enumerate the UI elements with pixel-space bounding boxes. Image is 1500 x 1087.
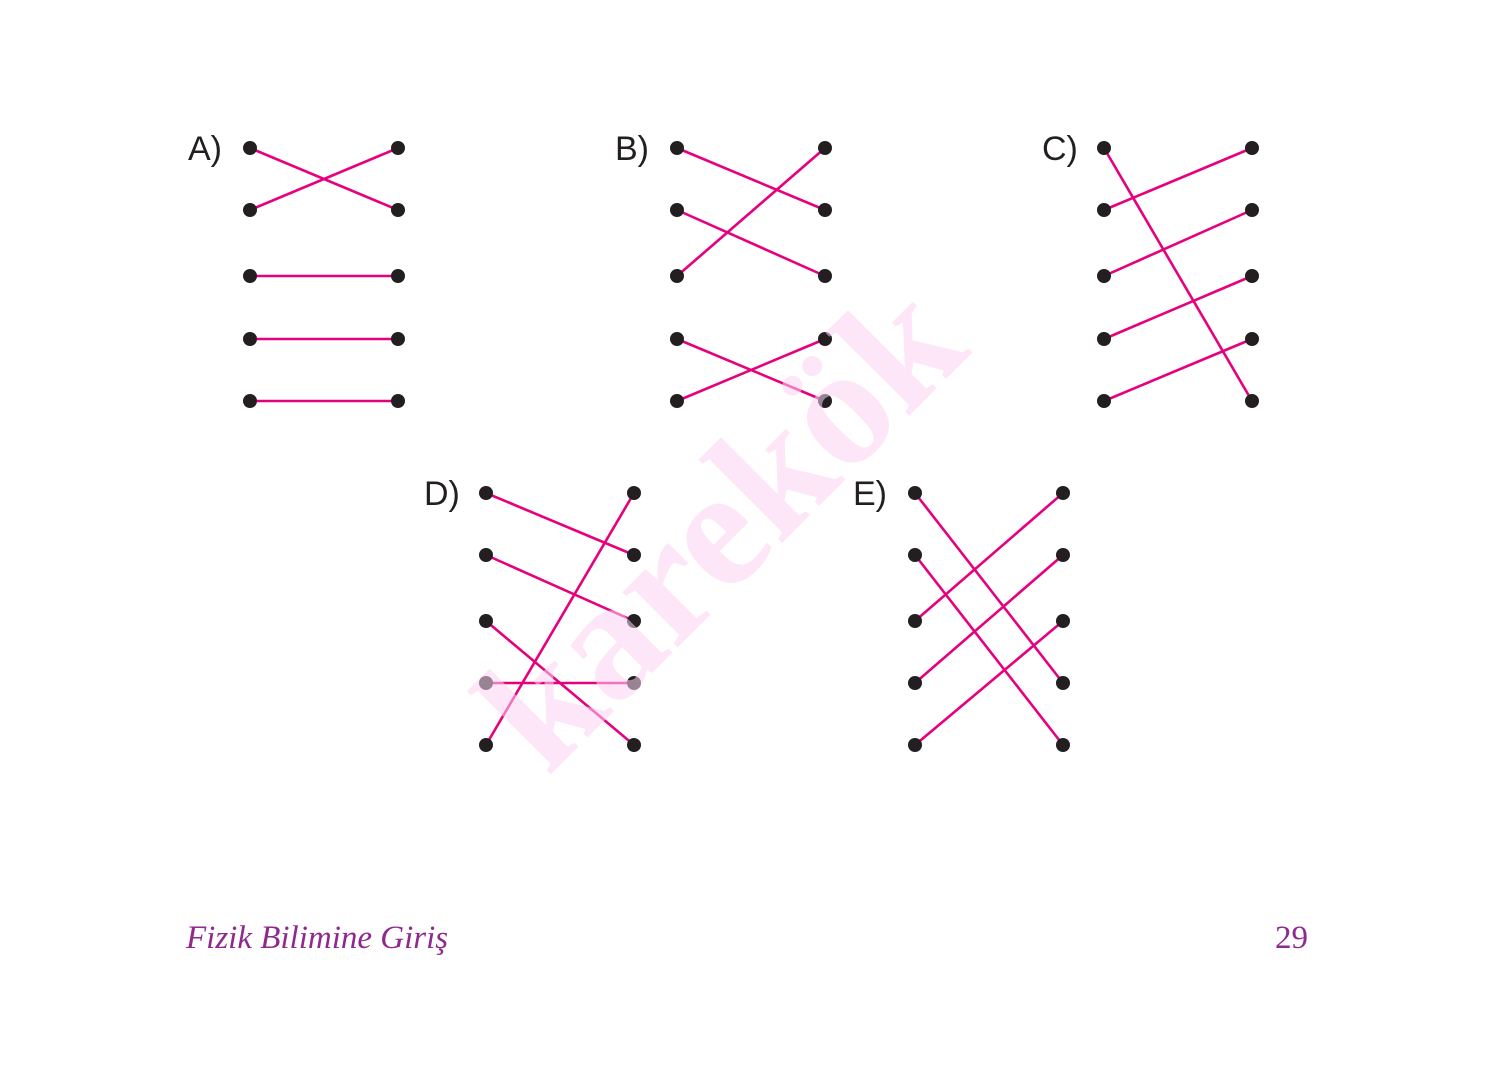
left-dot — [243, 141, 257, 155]
right-dot — [391, 141, 405, 155]
right-dot — [627, 548, 641, 562]
left-dot — [1097, 203, 1111, 217]
connection-line — [676, 337, 826, 403]
right-dot — [391, 269, 405, 283]
watermark: karekök — [441, 245, 1000, 804]
right-dot — [1056, 548, 1070, 562]
right-dot — [818, 394, 832, 408]
option-d: D) — [424, 475, 641, 752]
right-dot — [1245, 203, 1259, 217]
connection-line — [1103, 208, 1253, 278]
right-dot — [391, 332, 405, 346]
right-dot — [1056, 676, 1070, 690]
right-dot — [818, 332, 832, 346]
option-b: B) — [615, 130, 832, 408]
left-dot — [670, 141, 684, 155]
connection-line — [1103, 146, 1253, 212]
connection-line — [249, 146, 399, 212]
right-dot — [391, 394, 405, 408]
right-dot — [1245, 394, 1259, 408]
connection-line — [485, 491, 635, 557]
right-dot — [818, 141, 832, 155]
right-dot — [627, 676, 641, 690]
connection-line — [913, 492, 1065, 684]
left-dot — [1097, 141, 1111, 155]
connection-line — [1103, 274, 1253, 341]
option-label: E) — [853, 475, 887, 513]
options-layer: A) B) C) D) E) — [188, 130, 1259, 752]
connection-line — [914, 620, 1064, 746]
left-dot — [1097, 269, 1111, 283]
left-dot — [479, 614, 493, 628]
right-dot — [627, 614, 641, 628]
connection-line — [484, 492, 636, 746]
connection-line — [913, 554, 1065, 746]
page-number: 29 — [1275, 920, 1308, 956]
right-dot — [627, 738, 641, 752]
left-dot — [670, 269, 684, 283]
option-c: C) — [1042, 130, 1259, 408]
left-dot — [479, 486, 493, 500]
left-dot — [479, 548, 493, 562]
left-dot — [908, 676, 922, 690]
right-dot — [1056, 486, 1070, 500]
option-label: A) — [188, 130, 222, 168]
right-dot — [1056, 738, 1070, 752]
right-dot — [818, 269, 832, 283]
left-dot — [479, 738, 493, 752]
right-dot — [1056, 614, 1070, 628]
connection-line — [914, 554, 1064, 684]
option-label: C) — [1042, 130, 1078, 168]
left-dot — [670, 394, 684, 408]
connection-line — [1102, 147, 1254, 402]
right-dot — [1245, 269, 1259, 283]
connection-line — [485, 553, 635, 623]
left-dot — [243, 269, 257, 283]
connection-line — [914, 492, 1064, 622]
right-dot — [1245, 332, 1259, 346]
option-label: D) — [424, 475, 460, 513]
right-dot — [1245, 141, 1259, 155]
left-dot — [1097, 332, 1111, 346]
left-dot — [908, 548, 922, 562]
left-dot — [908, 738, 922, 752]
left-dot — [1097, 394, 1111, 408]
connection-line — [1103, 337, 1253, 403]
left-dot — [908, 614, 922, 628]
connection-line — [676, 147, 826, 277]
left-dot — [243, 332, 257, 346]
right-dot — [391, 203, 405, 217]
left-dot — [243, 203, 257, 217]
left-dot — [479, 676, 493, 690]
connection-line — [676, 208, 826, 278]
left-dot — [670, 203, 684, 217]
right-dot — [627, 486, 641, 500]
option-a: A) — [188, 130, 405, 408]
left-dot — [908, 486, 922, 500]
option-label: B) — [615, 130, 649, 168]
option-e: E) — [853, 475, 1070, 752]
left-dot — [670, 332, 684, 346]
connection-line — [676, 146, 826, 212]
right-dot — [818, 203, 832, 217]
footer-book-title: Fizik Bilimine Giriş — [186, 920, 449, 956]
left-dot — [243, 394, 257, 408]
